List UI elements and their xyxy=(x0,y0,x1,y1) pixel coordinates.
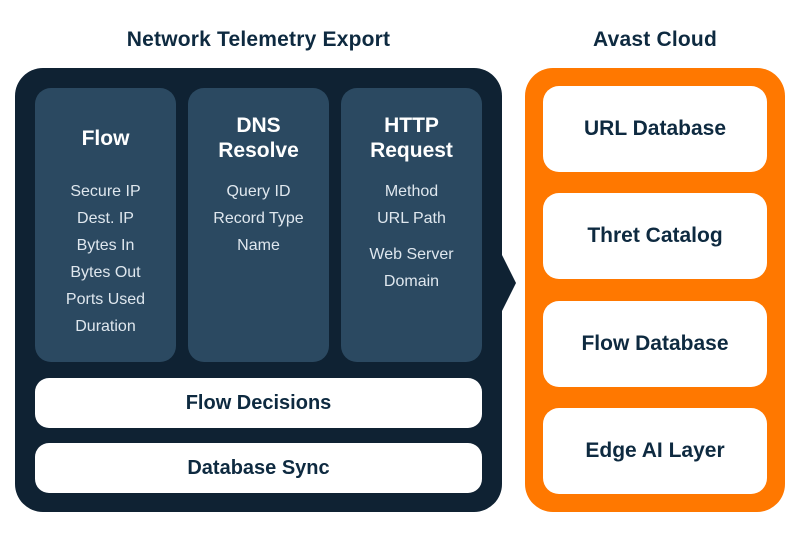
telemetry-card-title: DNS Resolve xyxy=(218,114,299,162)
flow-decisions-bar: Flow Decisions xyxy=(35,378,482,428)
field-url-path: URL Path xyxy=(377,210,446,227)
field-bytes-out: Bytes Out xyxy=(70,264,141,281)
right-arrow-icon xyxy=(502,255,516,311)
cloud-panel-title: Avast Cloud xyxy=(593,28,717,51)
cloud-card-url-database: URL Database xyxy=(543,86,767,172)
telemetry-card-title: HTTP Request xyxy=(370,114,453,162)
telemetry-card-title: Flow xyxy=(81,126,130,150)
field-web-server-domain: Web Server Domain xyxy=(369,246,454,290)
cloud-card-thret-catalog: Thret Catalog xyxy=(543,193,767,280)
cloud-card-flow-database: Flow Database xyxy=(543,300,767,387)
database-sync-bar: Database Sync xyxy=(35,443,482,493)
cloud-card-edge-ai-layer: Edge AI Layer xyxy=(543,407,767,494)
field-name: Name xyxy=(237,237,280,254)
field-query-id: Query ID xyxy=(226,183,291,200)
field-dest-ip: Dest. IP xyxy=(77,210,134,227)
field-method: Method xyxy=(384,183,439,200)
field-ports-used: Ports Used xyxy=(65,291,146,308)
field-bytes-in: Bytes In xyxy=(76,237,135,254)
field-duration: Duration xyxy=(75,318,136,335)
field-secure-ip: Secure IP xyxy=(70,183,141,200)
telemetry-panel-title: Network Telemetry Export xyxy=(126,28,391,51)
field-record-type: Record Type xyxy=(213,210,304,227)
